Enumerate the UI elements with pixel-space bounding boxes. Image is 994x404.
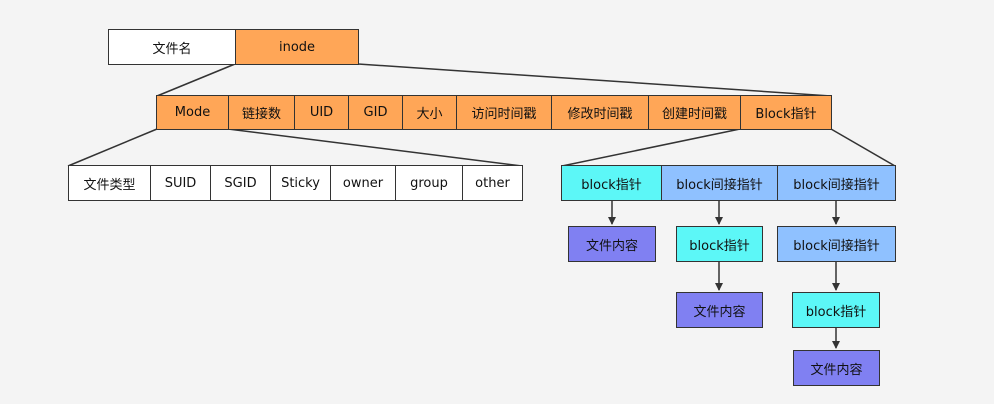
inode-field-mode: Mode: [156, 95, 229, 130]
mode-field-file-type: 文件类型: [68, 165, 151, 201]
filename-cell: 文件名: [108, 29, 236, 65]
mode-expand-left-line: [67, 128, 158, 167]
inode-field-block-pointer: Block指针: [740, 95, 832, 130]
inode-cell: inode: [235, 29, 359, 65]
mode-field-sticky: Sticky: [270, 165, 331, 201]
double-indirect-block-pointer: block指针: [792, 292, 880, 328]
mode-expand-right-line: [227, 128, 523, 167]
block-expand-right-line: [830, 128, 896, 167]
inode-field-access-time: 访问时间戳: [456, 95, 552, 130]
block-direct-pointer: block指针: [561, 165, 662, 201]
mode-field-group: group: [395, 165, 463, 201]
inode-expand-left-line: [156, 63, 236, 97]
mode-field-suid: SUID: [150, 165, 211, 201]
block-expand-left-line: [561, 128, 741, 167]
block-double-indirect-pointer: block间接指针: [777, 165, 896, 201]
inode-expand-right-line: [357, 63, 832, 97]
inode-field-uid: UID: [294, 95, 349, 130]
inode-field-link-count: 链接数: [228, 95, 295, 130]
inode-field-gid: GID: [348, 95, 403, 130]
inode-field-create-time: 创建时间戳: [648, 95, 741, 130]
mode-field-owner: owner: [330, 165, 396, 201]
double-indirect-inner-pointer: block间接指针: [777, 226, 896, 262]
mode-field-other: other: [462, 165, 523, 201]
single-indirect-file-content: 文件内容: [676, 292, 763, 328]
block-single-indirect-pointer: block间接指针: [661, 165, 778, 201]
inode-field-size: 大小: [402, 95, 457, 130]
inode-field-modify-time: 修改时间戳: [551, 95, 649, 130]
mode-field-sgid: SGID: [210, 165, 271, 201]
single-indirect-block-pointer: block指针: [676, 226, 763, 262]
double-indirect-file-content: 文件内容: [793, 350, 880, 386]
direct-file-content: 文件内容: [568, 226, 656, 262]
